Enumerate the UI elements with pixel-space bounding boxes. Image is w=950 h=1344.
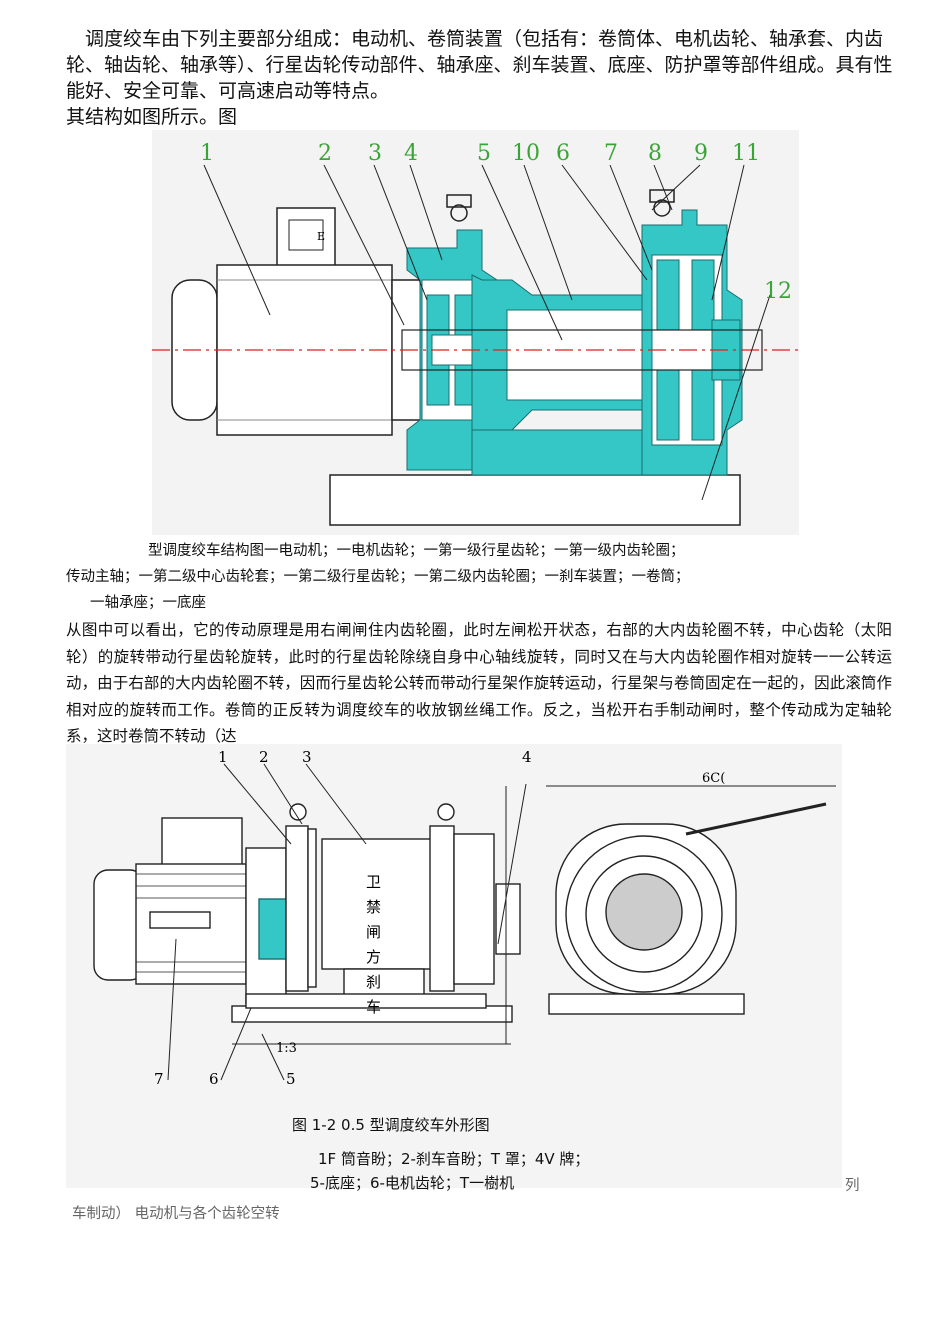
f2-label-3: 3 (302, 748, 312, 766)
label-10: 10 (512, 141, 540, 166)
centerline-mark: - - - - (267, 345, 286, 354)
f2-label-2: 2 (259, 748, 269, 766)
label-2: 2 (318, 141, 332, 166)
footer-text: 车制动） 电动机与各个齿轮空转 (72, 1206, 280, 1222)
svg-text:卫禁闸方刹车: 卫禁闸方刹车 (364, 874, 382, 1024)
drum (471, 269, 673, 476)
figure1-caption-line1: 型调度绞车结构图一电动机；一电机齿轮；一第一级行星齿轮；一第一级内齿轮圈； (148, 543, 685, 559)
intro-text: 调度绞车由下列主要部分组成：电动机、卷筒装置（包括有：卷筒体、电机齿轮、轴承套、… (66, 28, 893, 102)
f2-label-7: 7 (154, 1070, 164, 1088)
f2-label-6: 6 (209, 1070, 219, 1088)
end-view (548, 802, 827, 1015)
right-gear-housing (641, 209, 743, 476)
label-6: 6 (556, 141, 570, 166)
intro-figure-ref-text: 其结构如图所示。图 (66, 106, 238, 128)
dim-top: 6C( (702, 771, 725, 786)
f2-label-4: 4 (522, 748, 532, 766)
label-9: 9 (694, 141, 708, 166)
figure2-legend-line1: 1F 筒音盼；2-刹车音盼；T 罩；4V 牌； (318, 1150, 590, 1168)
label-8: 8 (648, 141, 662, 166)
winch-structure-diagram: E - - - - (152, 130, 799, 535)
f2-label-5: 5 (286, 1070, 296, 1088)
intro-figure-ref: 其结构如图所示。图 (66, 104, 896, 130)
label-12: 12 (764, 279, 792, 304)
principle-paragraph: 从图中可以看出，它的传动原理是用右闸闸住内齿轮圈，此时左闸松开状态，右部的大内齿… (66, 621, 892, 745)
label-1: 1 (200, 141, 214, 166)
drum-text: 卫禁闸方刹车 (364, 874, 382, 1024)
intro-paragraph: 调度绞车由下列主要部分组成：电动机、卷筒装置（包括有：卷筒体、电机齿轮、轴承套、… (66, 26, 896, 104)
label-11: 11 (732, 141, 760, 166)
label-5: 5 (477, 141, 491, 166)
f2-label-1: 1 (218, 748, 228, 766)
figure2-title: 图 1-2 0.5 型调度绞车外形图 (292, 1116, 490, 1134)
motor-label: E (317, 230, 325, 243)
figure2-part-labels: 1 2 3 4 7 6 5 (154, 748, 532, 1088)
figure1-caption-line2: 传动主轴；一第二级中心齿轮套；一第二级行星齿轮；一第二级内齿轮圈；一刹车装置；一… (66, 569, 690, 585)
figure2-legend-line2: 5-底座；6-电机齿轮；T一樹机 (310, 1174, 515, 1192)
side-view (93, 803, 521, 1023)
label-3: 3 (368, 141, 382, 166)
label-4: 4 (404, 141, 418, 166)
winch-external-view-diagram: 卫禁闸方刹车 1:3 6C( 1 2 3 4 7 6 5 (66, 744, 842, 1188)
side-mark: 列 (845, 1178, 860, 1194)
figure1-caption-line3: 一轴承座；一底座 (90, 595, 206, 611)
part-number-labels: 1 2 3 4 5 10 6 7 8 9 11 12 (200, 141, 792, 304)
dim-bottom: 1:3 (276, 1041, 297, 1056)
label-7: 7 (604, 141, 618, 166)
brake-left (446, 194, 472, 222)
